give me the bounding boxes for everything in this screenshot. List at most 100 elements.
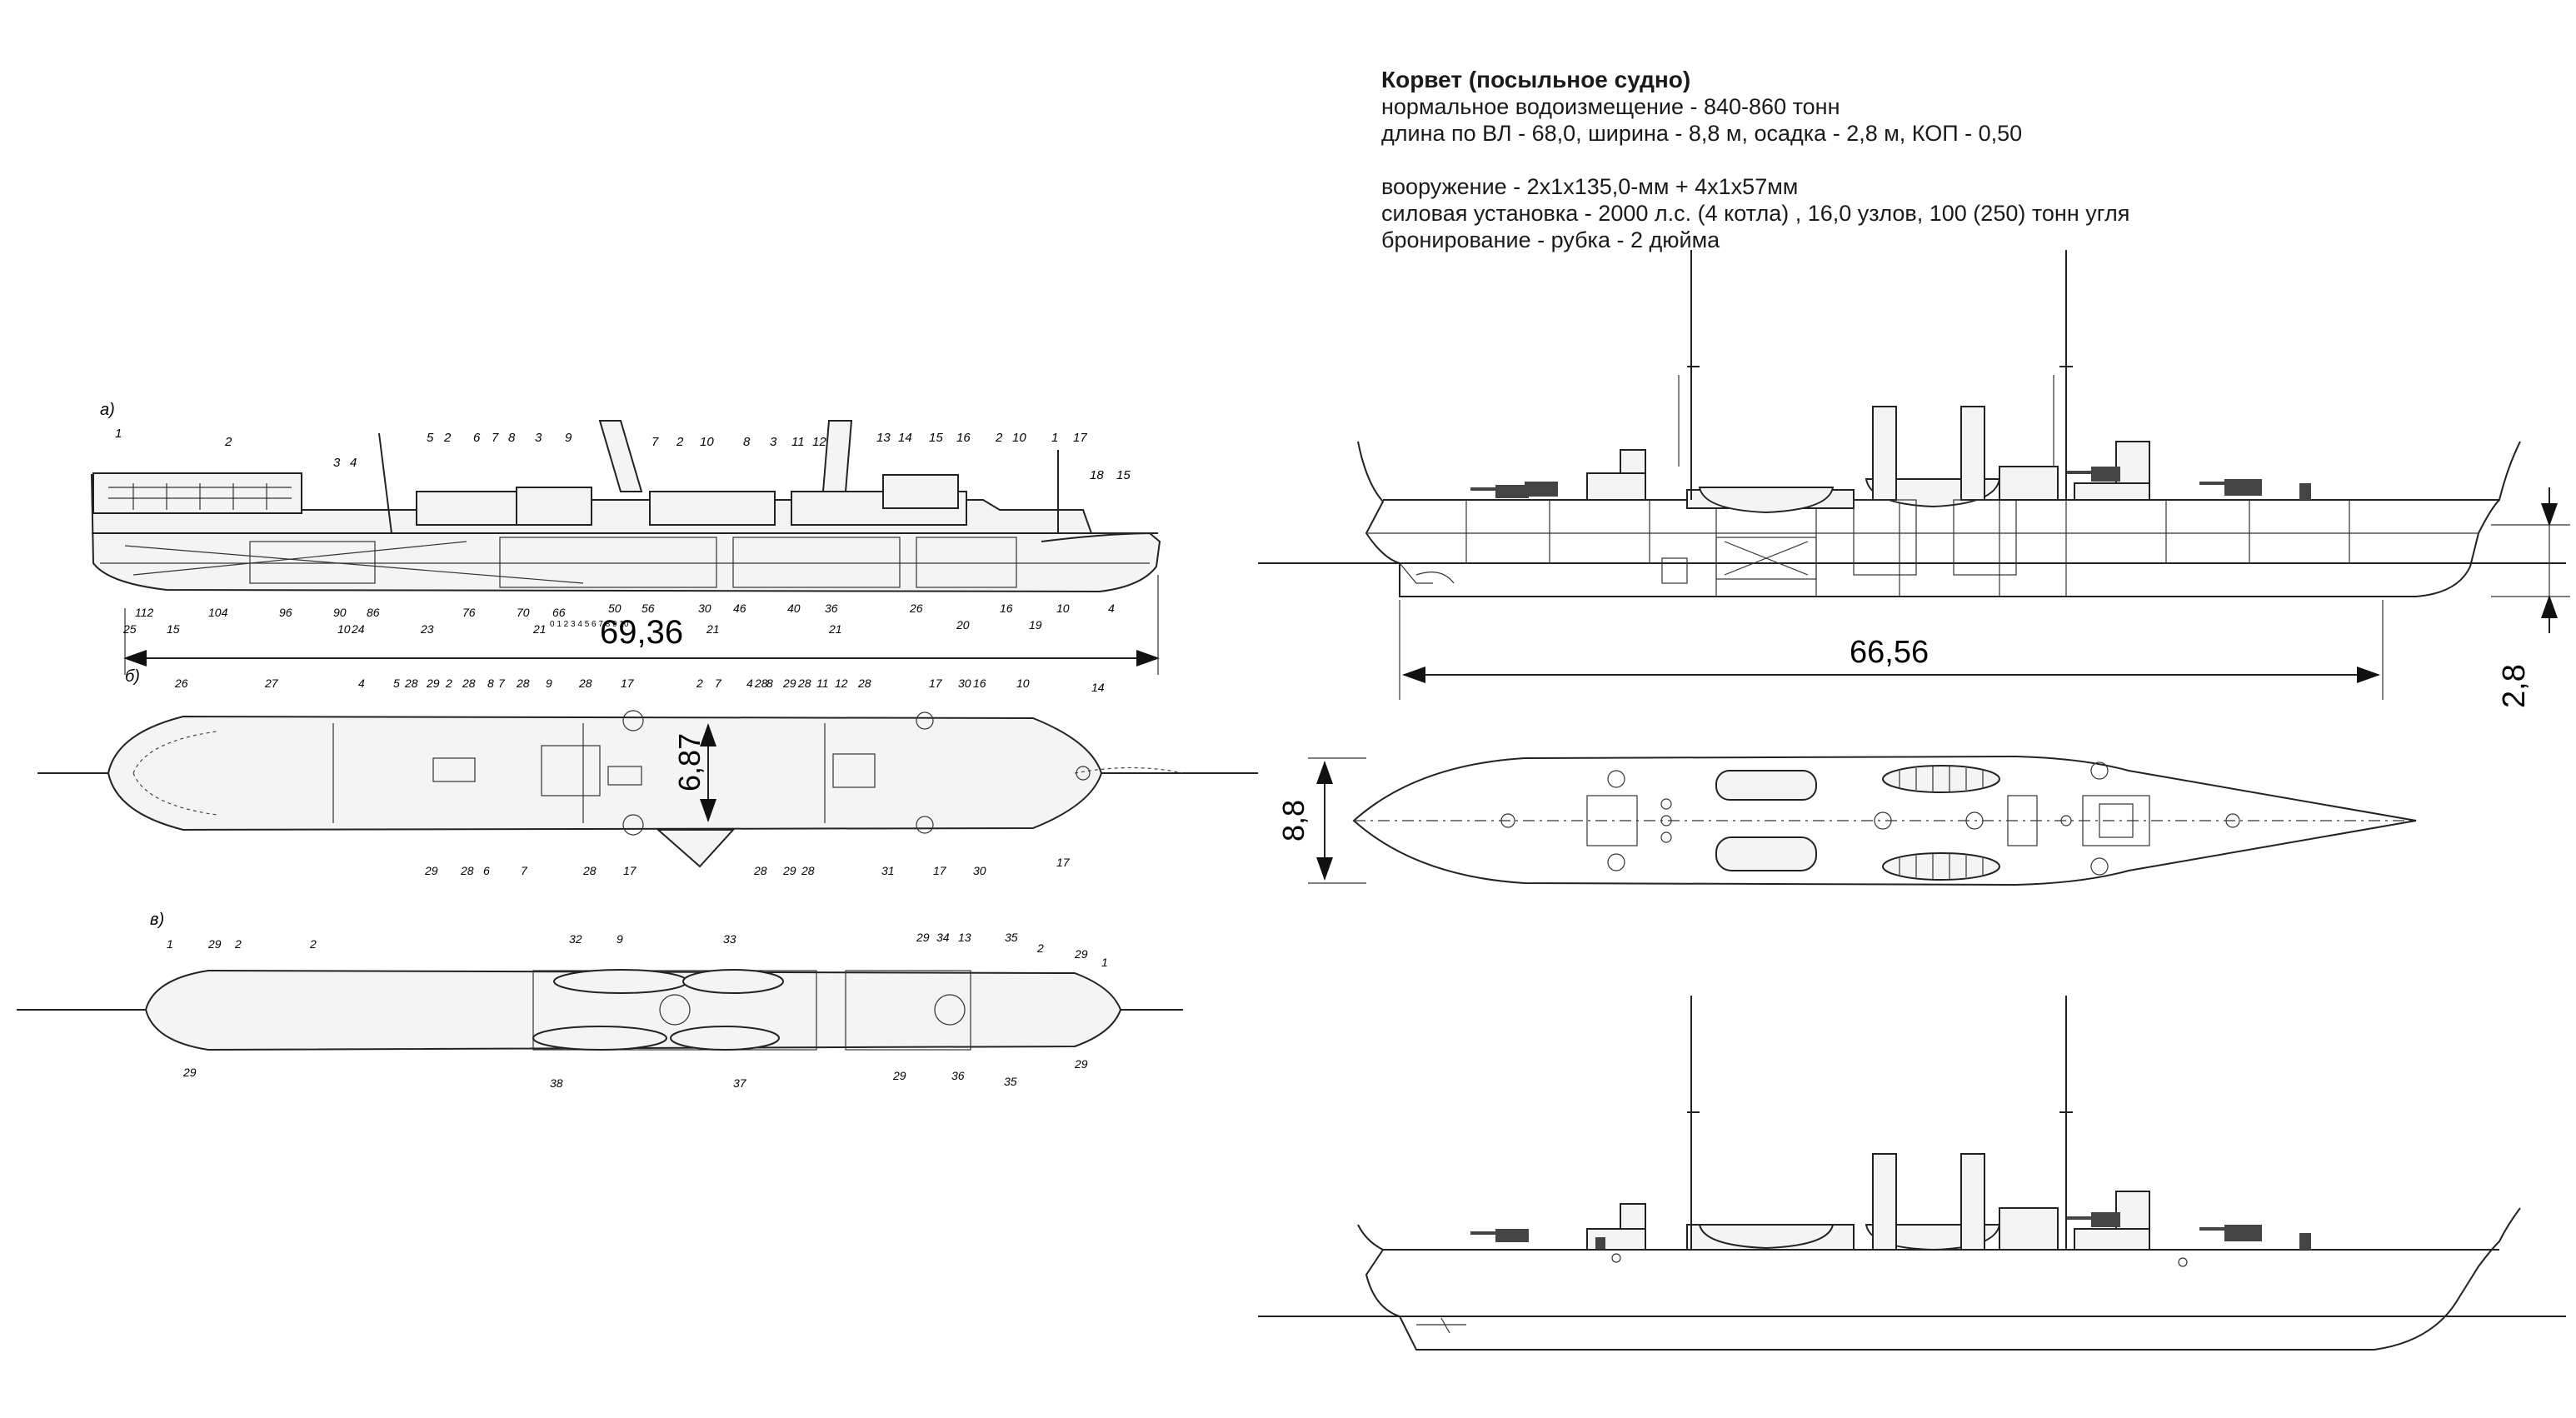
original-plan-view: б) 6,87 26 27 4 5 28 29 2 28 8 7 28 9	[37, 667, 1258, 877]
view-letter-a: а)	[100, 401, 115, 419]
svg-text:3: 3	[535, 431, 542, 445]
svg-text:50: 50	[608, 602, 622, 615]
new-gun-mounts	[1470, 467, 2311, 500]
profile-callouts-bottom: 25 112 15 104 96 90 10 24 86 23 76 70 66…	[122, 602, 1115, 636]
svg-text:2: 2	[309, 937, 317, 951]
svg-text:8: 8	[508, 431, 516, 445]
svg-text:31: 31	[881, 864, 895, 877]
svg-text:112: 112	[135, 606, 154, 619]
old-foremast	[378, 432, 392, 534]
new-boat-plan-2	[1715, 836, 1817, 871]
svg-text:21: 21	[706, 622, 720, 636]
svg-text:90: 90	[333, 606, 347, 619]
svg-text:56: 56	[642, 602, 655, 615]
svg-text:29: 29	[207, 937, 222, 951]
svg-text:29: 29	[782, 677, 796, 690]
svg-text:1: 1	[1051, 431, 1058, 445]
svg-text:3: 3	[333, 456, 341, 470]
svg-text:28: 28	[516, 677, 530, 690]
svg-text:17: 17	[1073, 431, 1087, 445]
svg-text:16: 16	[1000, 602, 1013, 615]
new-profile-view: 66,56 2,8	[1258, 250, 2570, 708]
svg-text:19: 19	[1029, 618, 1042, 632]
spec-armament: вооружение - 2x1x135,0-мм + 4x1x57мм	[1381, 174, 1799, 199]
svg-text:29: 29	[424, 864, 438, 877]
spec-powerplant: силовая установка - 2000 л.с. (4 котла) …	[1381, 201, 2130, 226]
svg-text:28: 28	[797, 677, 811, 690]
svg-text:13: 13	[958, 931, 971, 944]
svg-text:38: 38	[550, 1076, 563, 1090]
svg-text:9: 9	[546, 677, 552, 690]
svg-text:96: 96	[279, 606, 292, 619]
svg-text:10: 10	[1012, 431, 1026, 445]
new-fore-bridge	[1620, 449, 1646, 474]
svg-text:29: 29	[1074, 947, 1088, 961]
svg-text:32: 32	[569, 932, 582, 946]
svg-text:66: 66	[552, 606, 566, 619]
scale-ruler-text: 0 1 2 3 4 5 6 7 8 9 10	[550, 620, 629, 629]
svg-text:20: 20	[956, 618, 970, 632]
svg-text:8: 8	[487, 677, 494, 690]
new-hull-plan	[1352, 755, 2417, 886]
svg-text:35: 35	[1005, 931, 1018, 944]
svg-text:15: 15	[167, 622, 180, 636]
svg-text:2: 2	[995, 431, 1003, 445]
svg-text:17: 17	[1056, 856, 1071, 869]
svg-text:2: 2	[224, 435, 232, 449]
svg-text:2: 2	[234, 937, 242, 951]
old-beam-label: 6,87	[672, 733, 706, 791]
old-lower-deck	[144, 969, 1122, 1051]
svg-text:12: 12	[812, 435, 826, 449]
new-boat-plan-1	[1715, 770, 1817, 801]
svg-text:12: 12	[835, 677, 848, 690]
svg-text:15: 15	[1116, 468, 1131, 482]
svg-text:76: 76	[462, 606, 476, 619]
profile-callouts: 1 2 3 4 5 2 6 7 8 3 9 7 2 10 8 3 11 12 1…	[115, 427, 1131, 482]
plan-callouts-bottom: 29 28 6 7 28 17 28 29 28 31 17 30 17	[424, 856, 1071, 877]
svg-text:28: 28	[582, 864, 597, 877]
svg-text:4: 4	[358, 677, 365, 690]
svg-text:2: 2	[696, 677, 703, 690]
svg-text:5: 5	[427, 431, 434, 445]
original-profile-view: а) 69,36	[90, 401, 1161, 675]
svg-text:30: 30	[958, 677, 971, 690]
svg-text:17: 17	[929, 677, 943, 690]
svg-text:35: 35	[1004, 1075, 1017, 1088]
spec-title: Корвет (посыльное судно)	[1381, 67, 1691, 92]
svg-text:28: 28	[801, 864, 815, 877]
svg-text:36: 36	[825, 602, 838, 615]
svg-text:13: 13	[876, 431, 891, 445]
svg-text:40: 40	[787, 602, 801, 615]
new-beam-label: 8,8	[1276, 800, 1310, 841]
svg-text:104: 104	[208, 606, 228, 619]
new-funnel-aft	[1960, 406, 1985, 501]
view-letter-v: в)	[150, 911, 164, 929]
svg-text:33: 33	[723, 932, 736, 946]
new-plan-view: 8,8	[1276, 755, 2417, 886]
svg-text:18: 18	[1090, 468, 1104, 482]
svg-text:29: 29	[916, 931, 930, 944]
new-hull	[1357, 441, 2521, 597]
svg-text:27: 27	[264, 677, 279, 690]
svg-text:14: 14	[1091, 681, 1105, 694]
old-length-label: 69,36	[600, 614, 683, 651]
svg-text:5: 5	[393, 677, 400, 690]
svg-text:17: 17	[933, 864, 947, 877]
svg-text:29: 29	[182, 1066, 197, 1079]
new-draft-label: 2,8	[2497, 664, 2532, 708]
svg-text:11: 11	[816, 677, 829, 690]
svg-text:6: 6	[473, 431, 481, 445]
deck-callouts-bottom: 29 38 37 29 36 35 29	[182, 1057, 1088, 1090]
svg-text:7: 7	[715, 677, 722, 690]
svg-text:10: 10	[1056, 602, 1070, 615]
svg-text:2: 2	[676, 435, 684, 449]
svg-text:29: 29	[782, 864, 796, 877]
svg-text:21: 21	[828, 622, 842, 636]
view-letter-b: б)	[125, 667, 140, 686]
svg-text:1: 1	[1101, 956, 1108, 969]
svg-text:1: 1	[167, 937, 173, 951]
svg-text:14: 14	[898, 431, 912, 445]
spec-dimensions: длина по ВЛ - 68,0, ширина - 8,8 м, осад…	[1381, 121, 2023, 146]
svg-text:17: 17	[623, 864, 637, 877]
